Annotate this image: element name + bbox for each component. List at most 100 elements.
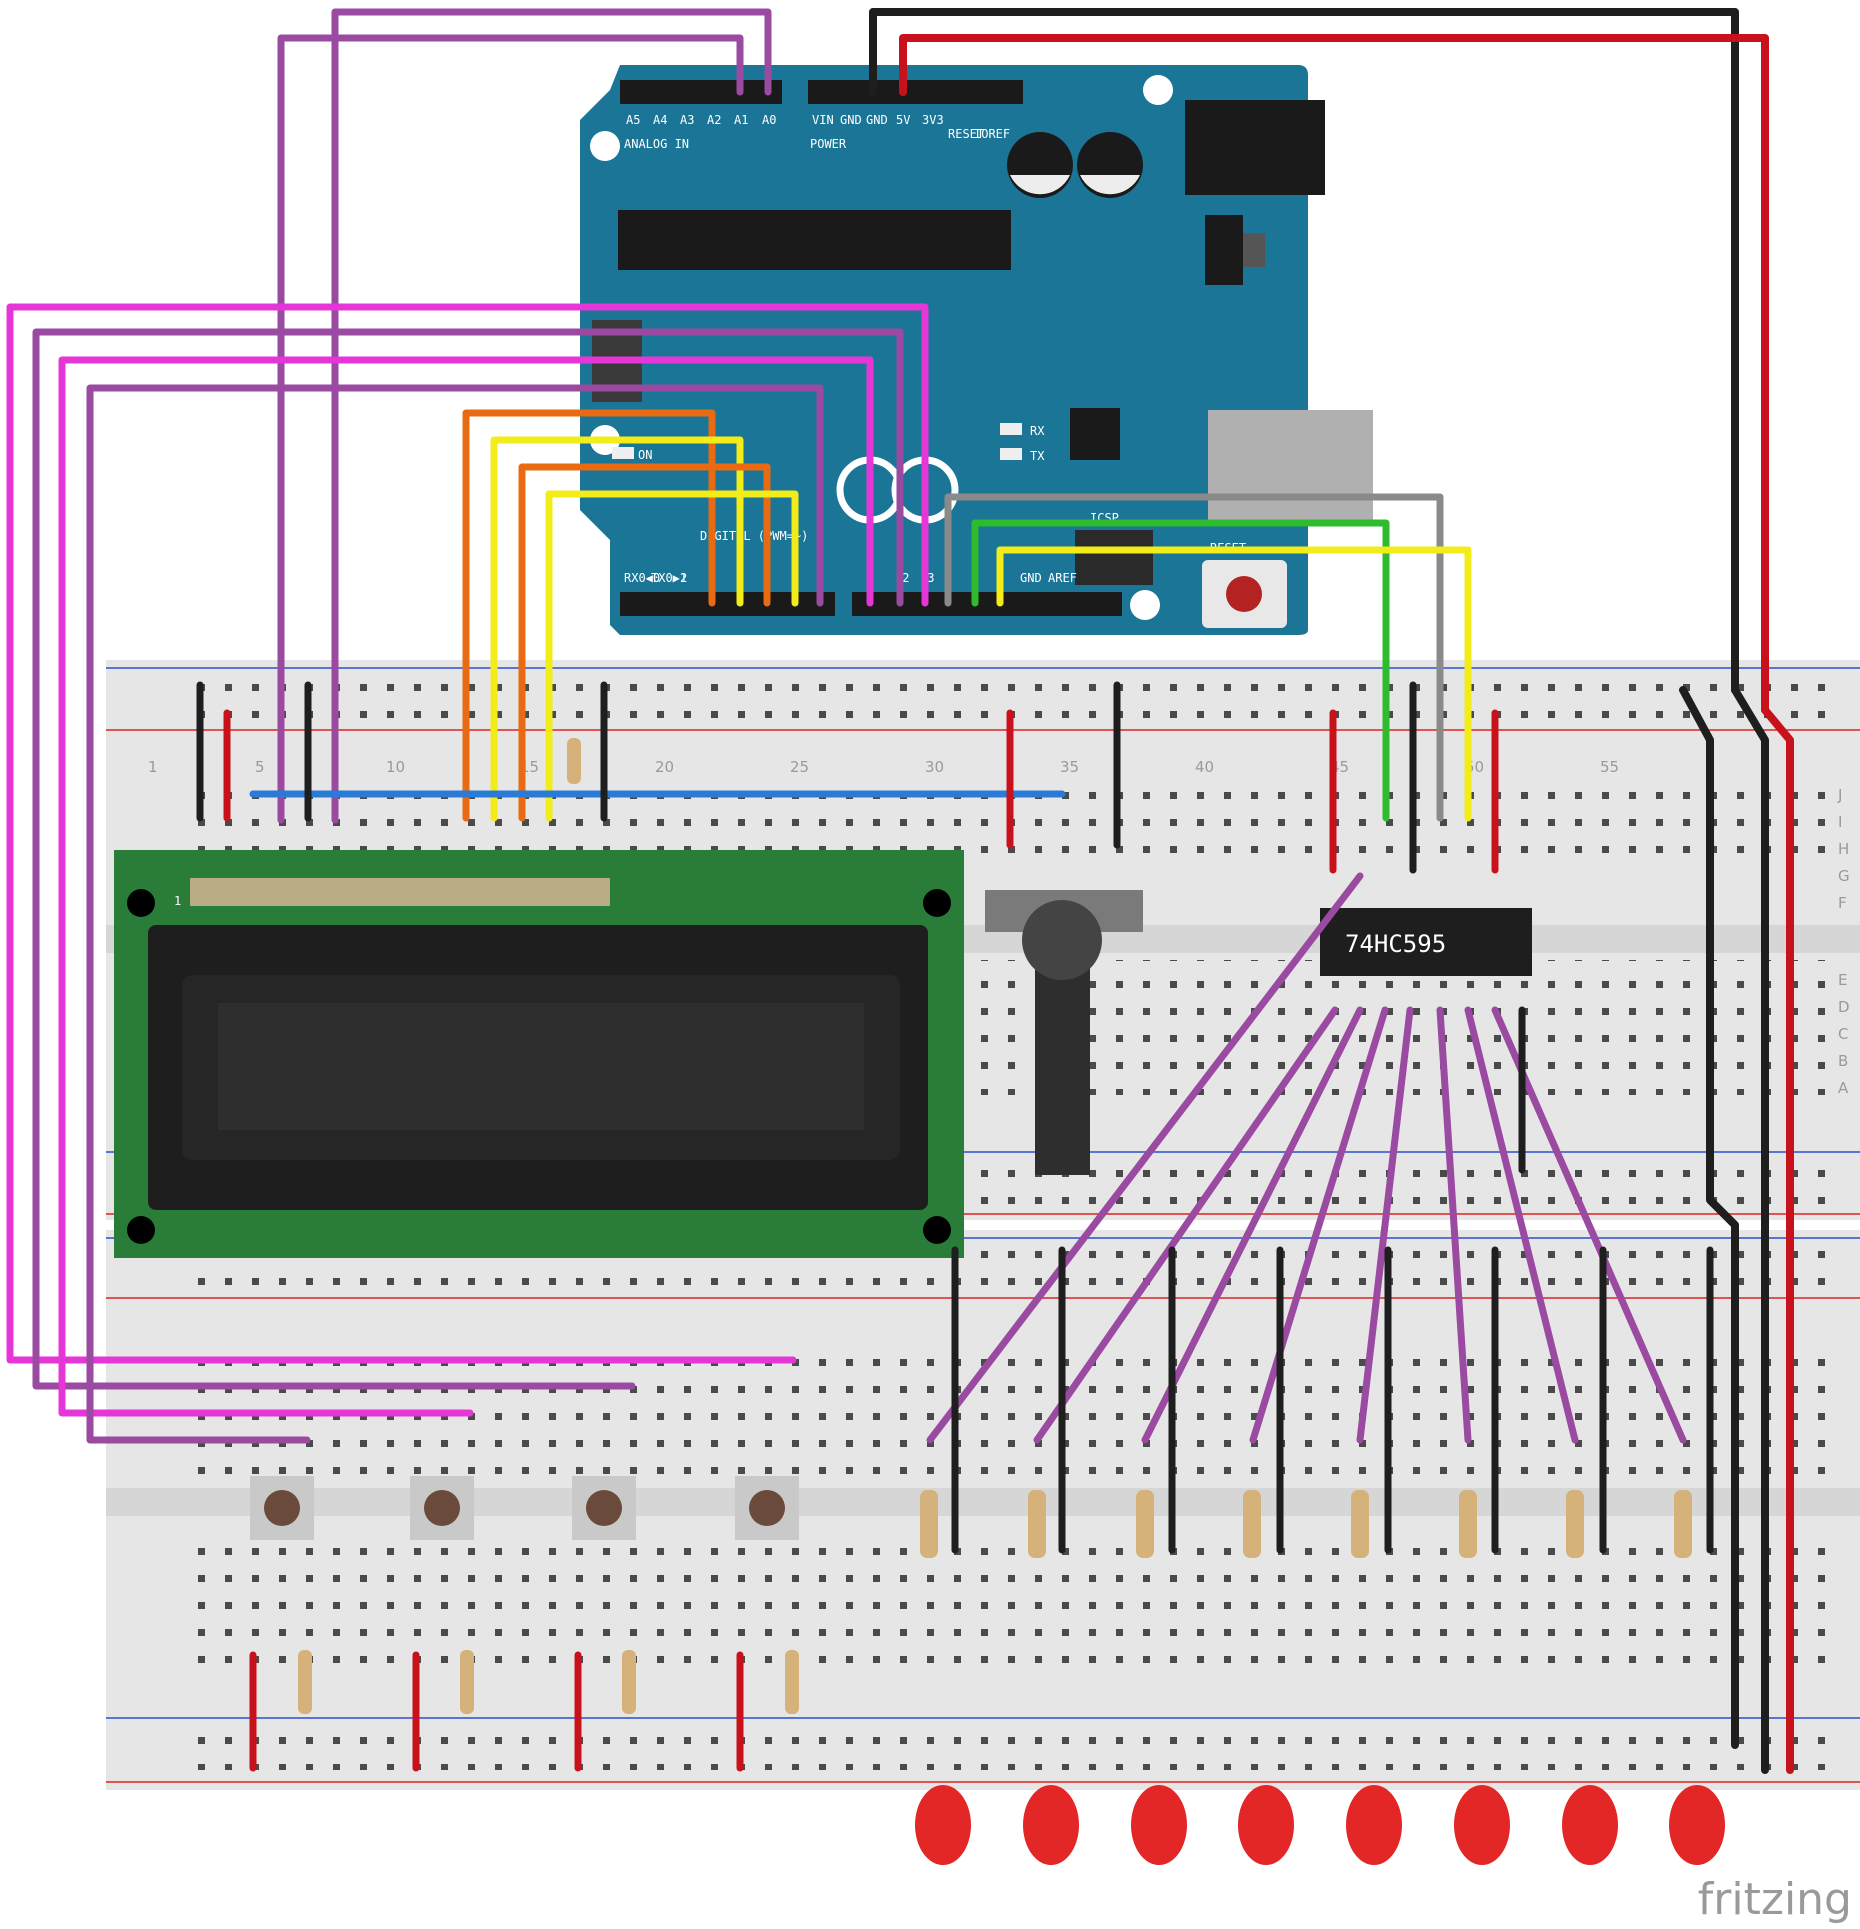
pin-rx0-label: RX0◀0 (624, 571, 660, 585)
resistor (298, 1650, 312, 1714)
breadboard-row-letters: J I H G F E D C B A (1837, 786, 1850, 1097)
wire-5v (899, 34, 1769, 714)
col-25: 25 (790, 758, 809, 776)
led-4 (1238, 1785, 1294, 1865)
wire-latch (996, 546, 1472, 822)
microcontroller (618, 210, 1011, 270)
pin-vin-label: VIN (812, 113, 834, 127)
wire-a0 (331, 8, 772, 824)
pin-a3-label: A3 (680, 113, 694, 127)
usb-chip (1070, 408, 1120, 460)
pin-ioref-label: IOREF (974, 127, 1010, 141)
led-1 (915, 1785, 971, 1865)
usb-port (1208, 410, 1373, 520)
pin-gnd2-label: GND (866, 113, 888, 127)
pin-2-label: 2 (680, 571, 687, 585)
resistors (298, 738, 1692, 1714)
col-35: 35 (1060, 758, 1079, 776)
pin-a4-label: A4 (653, 113, 667, 127)
pin-a1-label: A1 (734, 113, 748, 127)
power-jack (1185, 100, 1325, 195)
digital-header-left (620, 592, 835, 616)
push-buttons (250, 1476, 799, 1540)
digital-header-label: DIGITAL (PWM=~) (700, 529, 808, 543)
resistor (785, 1650, 799, 1714)
pin-tx0-label: TX0▶1 (651, 571, 687, 585)
wire-button-3 (58, 356, 874, 1417)
wire-lcd-d4 (545, 490, 799, 822)
resistor (1566, 1490, 1584, 1558)
rx-label: RX (1030, 424, 1045, 438)
pin-a5-label: A5 (626, 113, 640, 127)
pin-gnd-label: GND (840, 113, 862, 127)
pin-5v-label: 5V (896, 113, 910, 127)
row-j: J (1837, 786, 1842, 804)
pin-3v3-label: 3V3 (922, 113, 944, 127)
row-b: B (1838, 1052, 1848, 1070)
col-55: 55 (1600, 758, 1619, 776)
row-a: A (1838, 1079, 1849, 1097)
row-e: E (1838, 971, 1847, 989)
resistor (1136, 1490, 1154, 1558)
col-1: 1 (148, 758, 158, 776)
wire-clock (944, 493, 1444, 822)
lcd-pin1-label: 1 (174, 894, 181, 908)
shift-register-chip: 74HC595 (1320, 908, 1532, 976)
resistor (920, 1490, 938, 1558)
wire-button-2 (32, 328, 904, 1390)
analog-header-label: ANALOG IN (624, 137, 689, 151)
mount-hole (590, 131, 620, 161)
led-8 (1669, 1785, 1725, 1865)
col-30: 30 (925, 758, 944, 776)
resistor (1674, 1490, 1692, 1558)
wire-button-1 (6, 303, 929, 1364)
potentiometer (985, 890, 1143, 1175)
row-h: H (1838, 840, 1849, 858)
led-7 (1562, 1785, 1618, 1865)
resistor (1028, 1490, 1046, 1558)
resistor (1459, 1490, 1477, 1558)
pin-a0-label: A0 (762, 113, 776, 127)
col-5: 5 (255, 758, 265, 776)
power-header (808, 80, 1023, 104)
resistor (1243, 1490, 1261, 1558)
row-g: G (1838, 867, 1850, 885)
col-10: 10 (386, 758, 405, 776)
led-3 (1131, 1785, 1187, 1865)
col-20: 20 (655, 758, 674, 776)
row-d: D (1838, 998, 1850, 1016)
pin-aref-label: AREF (1048, 571, 1077, 585)
wire-data (971, 519, 1390, 822)
pin-gnd-d-label: GND (1020, 571, 1042, 585)
digital-header-right (852, 592, 1122, 616)
resistor (567, 738, 581, 784)
resistor (460, 1650, 474, 1714)
led-6 (1454, 1785, 1510, 1865)
wire-a1 (277, 34, 744, 824)
on-label: ON (638, 448, 652, 462)
row-f: F (1838, 894, 1847, 912)
wire-lcd-d3 (518, 463, 771, 822)
fritzing-watermark: fritzing (1697, 1874, 1852, 1925)
led-5 (1346, 1785, 1402, 1865)
mount-hole (1143, 75, 1173, 105)
row-c: C (1838, 1025, 1848, 1043)
icsp-header (1075, 530, 1153, 585)
col-40: 40 (1195, 758, 1214, 776)
voltage-regulator (1205, 215, 1243, 285)
wire-gnd (869, 8, 1739, 694)
wire-lcd-d1 (462, 409, 716, 822)
wire-lcd-d2 (490, 436, 744, 822)
led-2 (1023, 1785, 1079, 1865)
shift-register-label: 74HC595 (1345, 930, 1446, 958)
resistor (1351, 1490, 1369, 1558)
mount-hole (1130, 590, 1160, 620)
wire-button-4 (86, 384, 824, 1444)
analog-header (620, 80, 782, 104)
tx-label: TX (1030, 449, 1045, 463)
pin-reset-label: RESET (948, 127, 984, 141)
power-header-label: POWER (810, 137, 847, 151)
row-i: I (1838, 813, 1842, 831)
wires (6, 8, 1794, 1774)
